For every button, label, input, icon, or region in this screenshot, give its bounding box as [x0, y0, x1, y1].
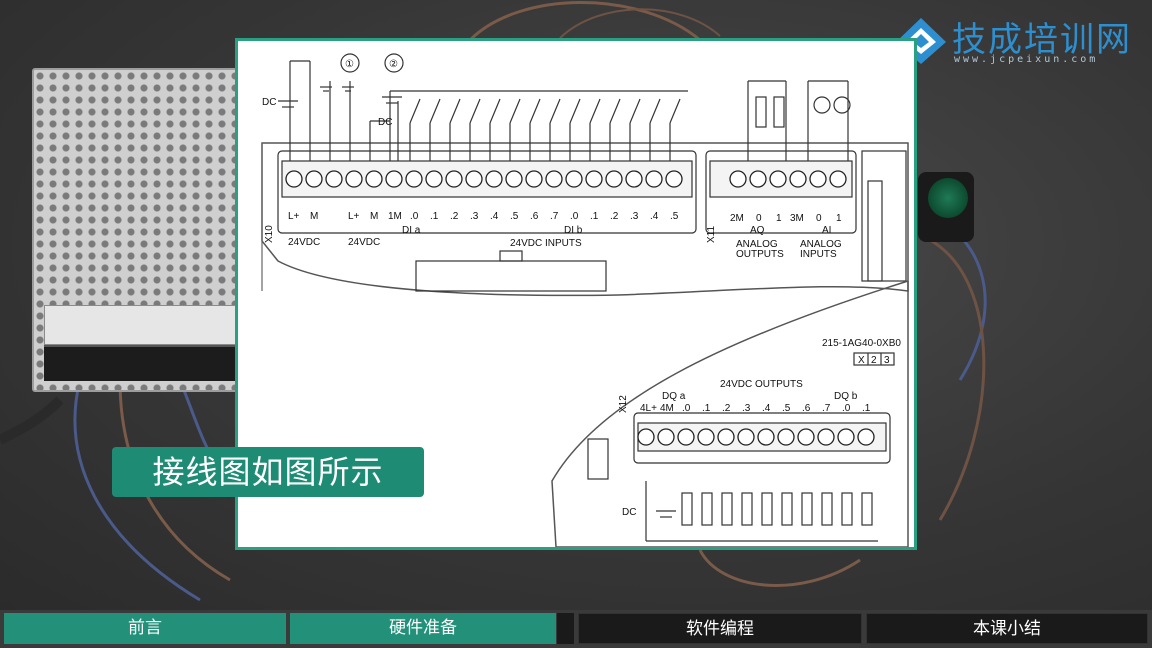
label-ai: AI	[822, 225, 831, 236]
label-dqb: DQ b	[834, 391, 858, 402]
dqa-tick-7: .7	[822, 403, 831, 414]
x11-label: X11	[706, 226, 717, 243]
wiring-diagram: ① ② DC DC DC X10 X11 X12 L+ M L+ M 1M .0…	[261, 53, 909, 548]
dc-left-label: DC	[262, 97, 276, 108]
label-ai1: 1	[836, 213, 842, 224]
dc-inputs-label: DC	[378, 117, 392, 128]
dia-tick-4: .4	[490, 211, 499, 222]
dia-tick-2: .2	[450, 211, 459, 222]
label-24vdc-1: 24VDC	[288, 237, 320, 248]
wiring-diagram-panel: ① ② DC DC DC X10 X11 X12 L+ M L+ M 1M .0…	[235, 38, 917, 550]
callout-2: ②	[389, 59, 398, 70]
dib-tick-2: .2	[610, 211, 619, 222]
brand-logo[interactable]: 技成培训网 www.jcpeixun.com	[894, 12, 1144, 70]
nav-tab-summary[interactable]: 本课小结	[866, 613, 1148, 644]
logo-subtitle: www.jcpeixun.com	[954, 54, 1099, 65]
analog-outputs-line1: ANALOG	[736, 239, 778, 250]
dqa-tick-1: .1	[702, 403, 711, 414]
dia-tick-3: .3	[470, 211, 479, 222]
label-lplus: L+	[288, 211, 300, 222]
label-2m: 2M	[730, 213, 744, 224]
label-4lplus: 4L+	[640, 403, 657, 414]
dqa-tick-0: .0	[682, 403, 691, 414]
nav-tab-intro[interactable]: 前言	[4, 613, 286, 644]
indicator-lamp	[928, 178, 968, 218]
label-lplus-2: L+	[348, 211, 360, 222]
callout-1: ①	[345, 59, 354, 70]
dia-tick-6: .6	[530, 211, 539, 222]
bottom-navigation: 前言 硬件准备 软件编程 本课小结	[0, 610, 1152, 648]
box-x: X	[858, 355, 865, 366]
caption-banner: 接线图如图所示	[112, 447, 424, 497]
analog-inputs-line2: INPUTS	[800, 249, 837, 260]
label-24vdc-inputs: 24VDC INPUTS	[510, 238, 582, 249]
power-supply-label	[44, 305, 241, 345]
dqb-tick-0: .0	[842, 403, 851, 414]
label-m-2: M	[370, 211, 378, 222]
box-3: 3	[884, 355, 890, 366]
label-1m: 1M	[388, 211, 402, 222]
label-aq: AQ	[750, 225, 765, 236]
analog-inputs-line1: ANALOG	[800, 239, 842, 250]
dqa-tick-3: .3	[742, 403, 751, 414]
nav-tab-software[interactable]: 软件编程	[578, 613, 862, 644]
dia-tick-0: .0	[410, 211, 419, 222]
dia-tick-7: .7	[550, 211, 559, 222]
label-dib: DI b	[564, 225, 583, 236]
label-24vdc-outputs: 24VDC OUTPUTS	[720, 379, 803, 390]
label-24vdc-2: 24VDC	[348, 237, 380, 248]
power-supply-terminals	[44, 345, 239, 381]
analog-outputs-line2: OUTPUTS	[736, 249, 784, 260]
label-ai0: 0	[816, 213, 822, 224]
label-4m: 4M	[660, 403, 674, 414]
label-aq0: 0	[756, 213, 762, 224]
dib-tick-1: .1	[590, 211, 599, 222]
dqa-tick-4: .4	[762, 403, 771, 414]
dqb-tick-1: .1	[862, 403, 871, 414]
dqa-tick-6: .6	[802, 403, 811, 414]
dib-tick-5: .5	[670, 211, 679, 222]
dia-tick-1: .1	[430, 211, 439, 222]
dib-tick-3: .3	[630, 211, 639, 222]
box-2: 2	[871, 355, 877, 366]
dc-outputs-label: DC	[622, 507, 636, 518]
nav-tab-hardware[interactable]: 硬件准备	[290, 613, 556, 644]
dib-tick-0: .0	[570, 211, 579, 222]
label-aq1: 1	[776, 213, 782, 224]
label-dqa: DQ a	[662, 391, 686, 402]
dia-tick-5: .5	[510, 211, 519, 222]
dqa-tick-5: .5	[782, 403, 791, 414]
label-3m: 3M	[790, 213, 804, 224]
logo-title: 技成培训网	[952, 20, 1132, 60]
label-dia: DI a	[402, 225, 421, 236]
label-m: M	[310, 211, 318, 222]
nav-divider	[557, 613, 574, 644]
x10-label: X10	[264, 225, 275, 243]
dqa-tick-2: .2	[722, 403, 731, 414]
dib-tick-4: .4	[650, 211, 659, 222]
x12-label: X12	[618, 395, 629, 413]
part-number: 215-1AG40-0XB0	[822, 338, 901, 349]
